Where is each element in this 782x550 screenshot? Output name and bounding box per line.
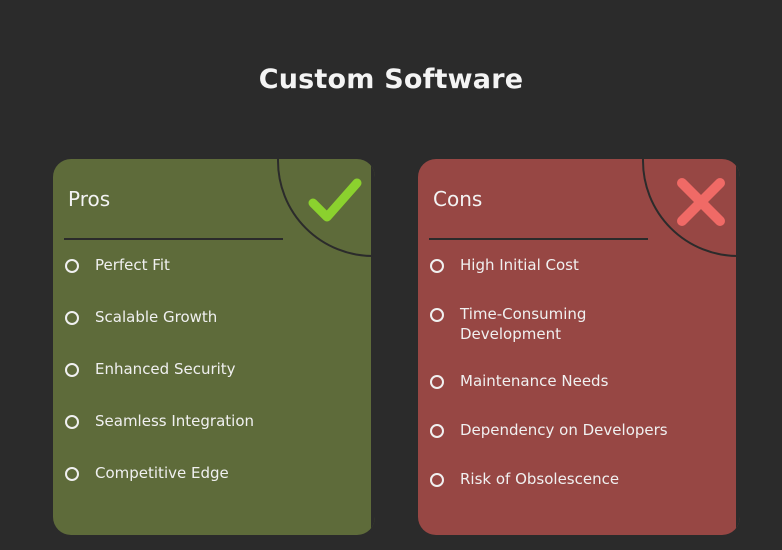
cons-heading: Cons [433,187,483,211]
cons-item: Dependency on Developers [430,420,720,440]
pros-divider [64,238,283,240]
check-icon [308,178,362,222]
circle-bullet-icon [430,473,444,487]
circle-bullet-icon [430,375,444,389]
circle-bullet-icon [65,415,79,429]
pros-item: Seamless Integration [65,411,355,431]
circle-bullet-icon [65,363,79,377]
cons-card: Cons High Initial Cost Time-Consuming De… [418,159,740,535]
pros-item: Competitive Edge [65,463,355,483]
pros-item: Scalable Growth [65,307,355,327]
pros-list: Perfect Fit Scalable Growth Enhanced Sec… [65,255,355,515]
pros-item: Perfect Fit [65,255,355,275]
pros-item: Enhanced Security [65,359,355,379]
circle-bullet-icon [430,424,444,438]
cons-item: Maintenance Needs [430,371,720,391]
circle-bullet-icon [65,467,79,481]
cons-item: Time-Consuming Development [430,304,720,344]
cons-item: High Initial Cost [430,255,720,275]
corner-edge [371,159,375,535]
page-title: Custom Software [258,64,524,95]
circle-bullet-icon [430,308,444,322]
circle-bullet-icon [430,259,444,273]
cons-divider [429,238,648,240]
cross-icon [677,178,725,226]
circle-bullet-icon [65,311,79,325]
cons-list: High Initial Cost Time-Consuming Develop… [430,255,720,518]
cons-item: Risk of Obsolescence [430,469,720,489]
circle-bullet-icon [65,259,79,273]
corner-edge [736,159,740,535]
pros-heading: Pros [68,187,111,211]
pros-card: Pros Perfect Fit Scalable Growth Enhance… [53,159,375,535]
